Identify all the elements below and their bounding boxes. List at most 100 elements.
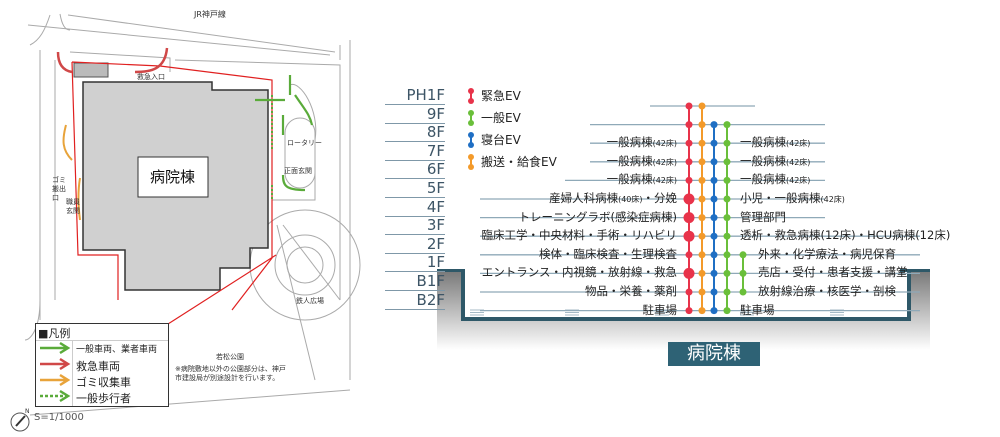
bed-count: (42床) [652, 176, 677, 186]
site-note: ※病院敷地以外の公園部分は、神戸市建設局が別途設計を行います。 [175, 365, 286, 382]
bed-count: (42床) [786, 176, 811, 186]
left-floor-use: 検体・臨床検査・生理検査 [539, 247, 677, 261]
elevator-stop [710, 176, 718, 184]
use-text: 検体・臨床検査・生理検査 [539, 246, 677, 261]
use-text: 一般病棟 [606, 135, 653, 150]
park-label: 若松公園 [216, 353, 244, 361]
use-text: 小児・一般病棟 [740, 191, 821, 205]
elevator-stop [739, 269, 747, 277]
ev-legend-label: 搬送・給食EV [481, 155, 557, 169]
use-text: 外来・化学療法・病児保育 [758, 246, 896, 261]
elevator-stop [698, 269, 706, 277]
floor-label: 3F [385, 217, 445, 236]
elevator-stop [685, 288, 693, 296]
elevator-stop [685, 307, 693, 315]
elevator-stop [723, 139, 731, 147]
rotary-label: ロータリー [287, 139, 322, 147]
elevator-stop [723, 214, 731, 222]
bed-count: (42床) [786, 139, 811, 149]
building-title: 病院棟 [687, 343, 741, 364]
right-floor-use: 小児・一般病棟(42床) [740, 191, 845, 207]
use-text: 一般病棟 [740, 153, 786, 168]
elevator-stop [710, 251, 718, 259]
use-text: エントランス・内視鏡・放射線・救急 [481, 265, 677, 280]
use-text: 一般病棟 [740, 172, 786, 187]
garbage-exit-label: ゴミ搬出口 [52, 176, 66, 202]
left-floor-use: 産婦人科病棟(40床)・分娩 [549, 191, 677, 207]
ev-legend-label: 一般EV [481, 111, 521, 125]
floor-label: 4F [385, 198, 445, 217]
staff-entrance-label: 職員玄関 [66, 198, 80, 215]
elevator-stop [710, 139, 718, 147]
bed-count: (42床) [820, 195, 845, 204]
green-arrow-icon [40, 341, 71, 355]
left-floor-use: 臨床工学・中央材料・手術・リハビリ [482, 228, 678, 242]
right-floor-use: 売店・受付・患者支援・講堂 [758, 265, 908, 279]
elevator-stop [685, 158, 693, 166]
use-text: トレーニングラボ(感染症病棟) [518, 209, 677, 224]
scale-label: S=1/1000 [34, 412, 84, 423]
building-label: 病院棟 [150, 168, 196, 186]
left-floor-use: トレーニングラボ(感染症病棟) [519, 210, 677, 224]
legend-item: 一般歩行者 [76, 392, 131, 405]
elevator-stop [683, 267, 695, 279]
main-entrance-label: 正面玄関 [284, 167, 312, 175]
right-floor-use: 一般病棟(42床) [740, 154, 810, 170]
elevator-stop [723, 158, 731, 166]
legend-arrows [40, 341, 71, 403]
floor-label: 2F [385, 235, 445, 254]
elevator-stop [723, 176, 731, 184]
elevator-stop [710, 121, 718, 129]
elevator-stop [739, 251, 747, 259]
elevator-stop [683, 230, 695, 242]
rail-label: JR神戸線 [194, 10, 226, 19]
elevator-stop [723, 307, 731, 315]
elevator-stop [723, 195, 731, 203]
use-text: 管理部門 [740, 209, 786, 224]
elevator-stop [685, 121, 693, 129]
elevator-stop [698, 176, 706, 184]
use-text: 透析・救急病棟(12床)・HCU病棟(12床) [740, 228, 951, 243]
orange-arrow-icon [40, 373, 71, 387]
right-floor-use: 管理部門 [740, 210, 786, 224]
elevator-stop [710, 307, 718, 315]
elevator-stop [698, 232, 706, 240]
elevator-stop [698, 214, 706, 222]
elevator-stop [698, 195, 706, 203]
floor-label: PH1F [385, 87, 445, 105]
elevator-stop [685, 139, 693, 147]
left-floor-use: 一般病棟(42床) [607, 135, 677, 151]
elevator-stop [723, 269, 731, 277]
legend-item: 救急車両 [76, 360, 120, 373]
elevator-stop [685, 251, 693, 259]
elevator-stop [710, 214, 718, 222]
use-text: 一般病棟 [606, 153, 653, 168]
right-floor-use: 放射線治療・核医学・剖検 [758, 284, 896, 298]
elevator-stop [710, 158, 718, 166]
floor-label: 8F [385, 124, 445, 143]
elevator-stop [710, 232, 718, 240]
use-text: 売店・受付・患者支援・講堂 [758, 265, 908, 280]
left-floor-use: 一般病棟(42床) [607, 172, 677, 188]
use-text: 駐車場 [642, 302, 678, 317]
use-text: 放射線治療・核医学・剖検 [758, 284, 896, 298]
elevator-stop [723, 232, 731, 240]
elevator-stop [698, 158, 706, 166]
elevator-stop [723, 251, 731, 259]
legend-title: ■凡例 [38, 327, 71, 340]
right-floor-use: 外来・化学療法・病児保育 [758, 247, 896, 261]
elevator-stop [683, 212, 695, 224]
site-plan-map [10, 13, 361, 432]
ev-legend-label: 緊急EV [481, 89, 521, 103]
use-text: 一般病棟 [740, 135, 786, 150]
bed-count: (42床) [652, 157, 677, 167]
floor-label: 5F [385, 180, 445, 198]
left-floor-use: 物品・栄養・薬剤 [585, 284, 677, 298]
right-floor-use: 一般病棟(42床) [740, 172, 810, 188]
ev-legend-label: 寝台EV [481, 133, 521, 147]
elevator-stop [685, 102, 693, 110]
floor-label: B1F [385, 273, 445, 291]
elevator-stop [683, 193, 695, 205]
bed-count: (40床) [618, 195, 643, 204]
